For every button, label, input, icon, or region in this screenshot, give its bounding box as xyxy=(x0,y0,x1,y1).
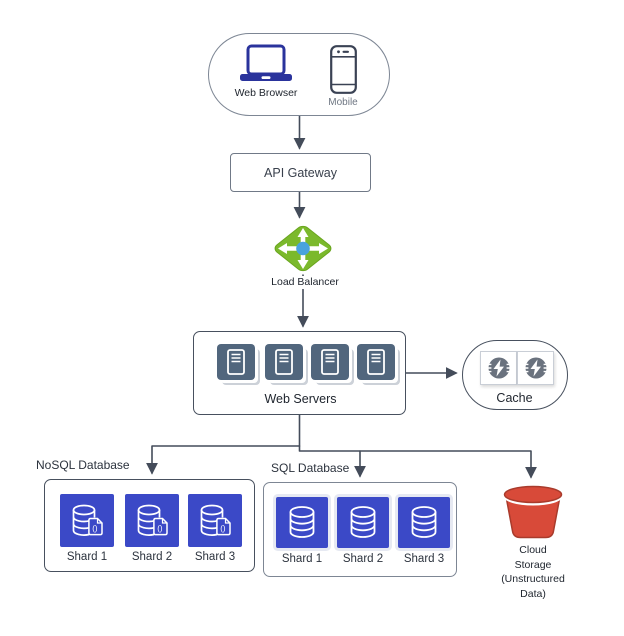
sql-database-node: Shard 1 Shard 2 Shard 3 xyxy=(263,482,457,577)
database-document-icon: () xyxy=(72,504,103,536)
web-server-tile xyxy=(357,344,395,380)
web-servers-label: Web Servers xyxy=(264,392,337,406)
code-glyph: () xyxy=(92,524,98,533)
web-server-tile xyxy=(265,344,303,380)
code-glyph: () xyxy=(157,524,163,533)
connector-webservers-to-nosql xyxy=(146,414,301,475)
storage-bucket-icon xyxy=(503,485,563,539)
mobile-label: Mobile xyxy=(328,97,358,108)
nosql-shard-label: Shard 2 xyxy=(131,551,173,563)
sql-shard-tile xyxy=(398,497,450,548)
lightning-bolt-icon xyxy=(486,357,511,379)
cloud-storage-label-line: Cloud xyxy=(519,544,547,556)
database-document-icon: () xyxy=(200,504,231,536)
cloud-storage-label: Cloud Storage (Unstructured Data) xyxy=(488,543,578,601)
cache-label: Cache xyxy=(496,391,533,405)
nosql-database-title: NoSQL Database xyxy=(36,458,130,472)
cloud-storage-label-line: Storage xyxy=(514,558,552,571)
server-icon xyxy=(275,349,293,375)
lightning-bolt-icon xyxy=(523,357,548,379)
web-server-tile xyxy=(217,344,255,380)
code-glyph: () xyxy=(220,524,226,533)
load-balancer-label: Load Balancer xyxy=(253,276,357,289)
web-servers-node: Web Servers xyxy=(193,331,406,415)
cloud-storage-label-line: (Unstructured xyxy=(501,573,565,585)
web-browser-label: Web Browser xyxy=(234,87,298,99)
sql-shard-tile xyxy=(276,497,328,548)
nosql-shard-tile: () xyxy=(60,494,114,547)
sql-shard-label: Shard 1 xyxy=(281,553,323,565)
connector-webservers-to-sql xyxy=(298,445,366,478)
laptop-icon xyxy=(240,44,292,81)
cache-tile xyxy=(480,351,517,385)
sql-database-title: SQL Database xyxy=(271,461,350,475)
api-gateway-node: API Gateway xyxy=(230,153,371,192)
nosql-shard-tile: () xyxy=(188,494,242,547)
sql-shard-label: Shard 2 xyxy=(342,553,384,565)
nosql-shard-label: Shard 3 xyxy=(194,551,236,563)
server-icon xyxy=(227,349,245,375)
cloud-storage-label-line: Data) xyxy=(520,587,546,600)
database-cylinder-icon xyxy=(289,505,315,538)
database-cylinder-icon xyxy=(350,505,376,538)
cache-tile xyxy=(517,351,554,385)
database-document-icon: () xyxy=(137,504,168,536)
load-balancer-diamond-icon xyxy=(274,225,332,272)
web-server-tile xyxy=(311,344,349,380)
server-icon xyxy=(321,349,339,375)
nosql-database-node: () () () Shard 1 Shard 2 Shard 3 xyxy=(44,479,255,572)
server-icon xyxy=(367,349,385,375)
api-gateway-label: API Gateway xyxy=(264,165,337,180)
clients-node: Web Browser Mobile xyxy=(208,33,390,116)
sql-shard-tile xyxy=(337,497,389,548)
connector-webservers-to-cloudstorage xyxy=(359,450,537,479)
cache-node: Cache xyxy=(462,340,568,410)
database-cylinder-icon xyxy=(411,505,437,538)
nosql-shard-label: Shard 1 xyxy=(66,551,108,563)
mobile-phone-icon xyxy=(330,45,357,94)
nosql-shard-tile: () xyxy=(125,494,179,547)
sql-shard-label: Shard 3 xyxy=(403,553,445,565)
